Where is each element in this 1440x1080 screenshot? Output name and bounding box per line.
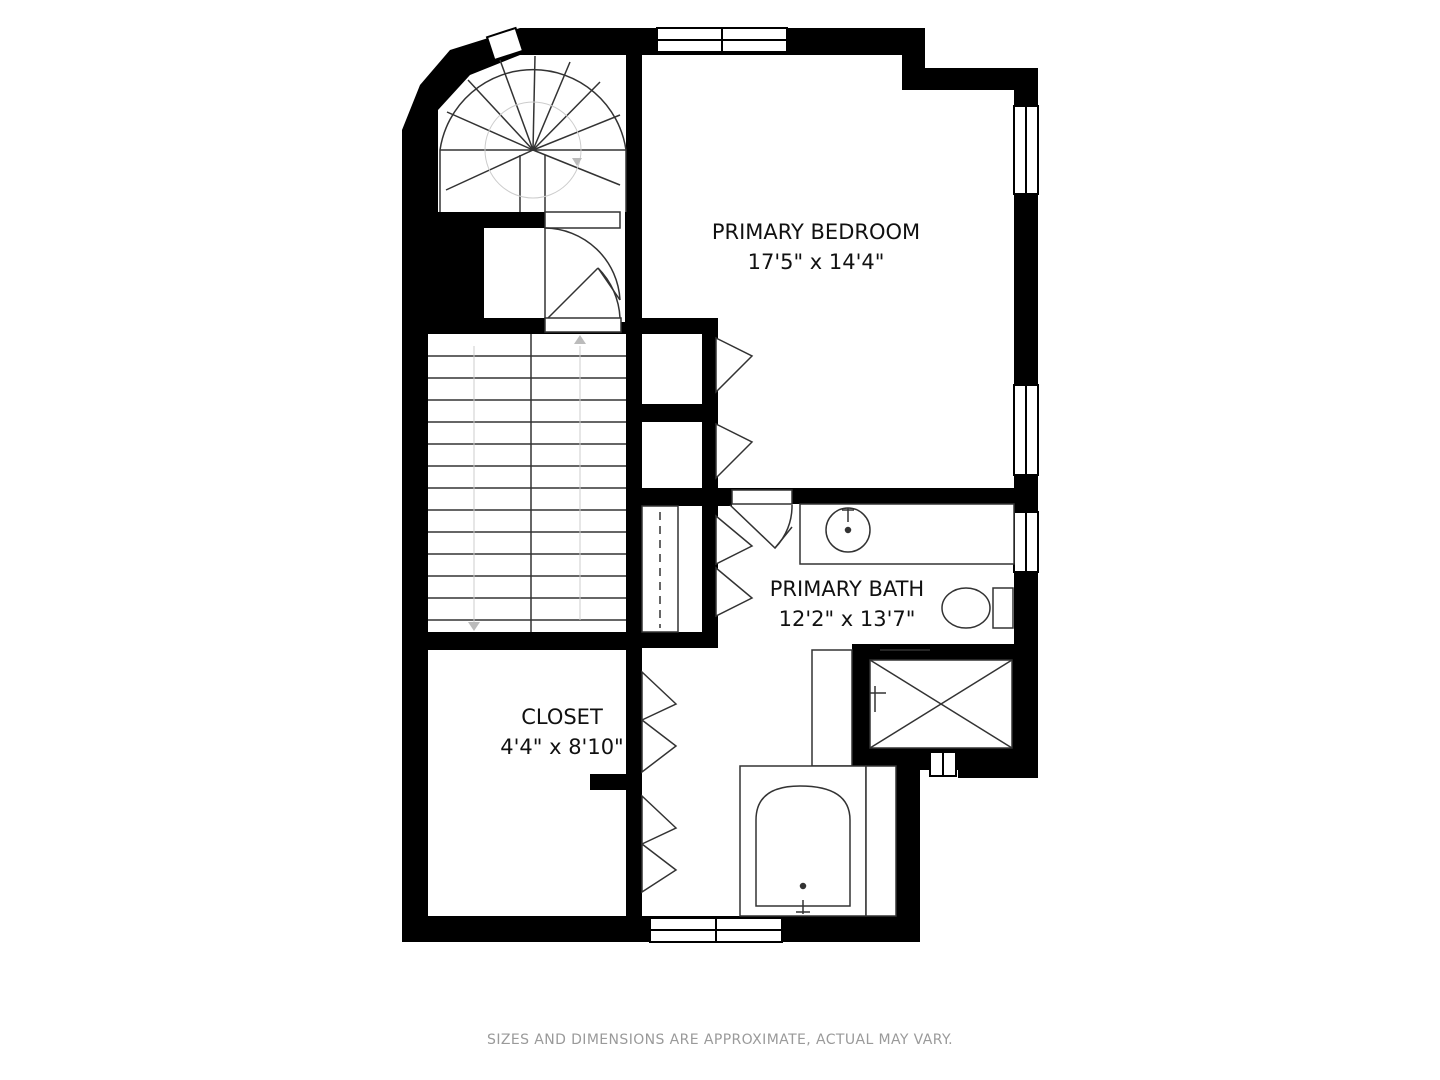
main-stair — [428, 334, 626, 632]
stair-down-arrow — [468, 622, 480, 631]
room-dimensions: 4'4" x 8'10" — [500, 735, 624, 759]
spiral-stair-arrow — [572, 158, 582, 166]
room-interiors — [428, 55, 1014, 916]
spiral-stair — [439, 55, 627, 212]
room-name: PRIMARY BEDROOM — [711, 220, 921, 244]
partition-walls — [402, 212, 1038, 942]
disclaimer-text: SIZES AND DIMENSIONS ARE APPROXIMATE, AC… — [487, 1032, 953, 1048]
windows — [485, 26, 1039, 943]
stair-up-arrow — [574, 335, 586, 344]
closet-shelf — [641, 505, 679, 633]
room-dimensions: 12'2" x 13'7" — [778, 607, 916, 631]
room-name: PRIMARY BATH — [769, 577, 925, 601]
bath-fixtures — [739, 503, 1015, 917]
door-swings — [544, 211, 793, 894]
room-label-closet: CLOSET 4'4" x 8'10" — [472, 702, 652, 762]
room-label-primary-bedroom: PRIMARY BEDROOM 17'5" x 14'4" — [696, 217, 936, 277]
room-dimensions: 17'5" x 14'4" — [747, 250, 885, 274]
room-name: CLOSET — [521, 705, 603, 729]
room-label-primary-bath: PRIMARY BATH 12'2" x 13'7" — [742, 574, 952, 634]
